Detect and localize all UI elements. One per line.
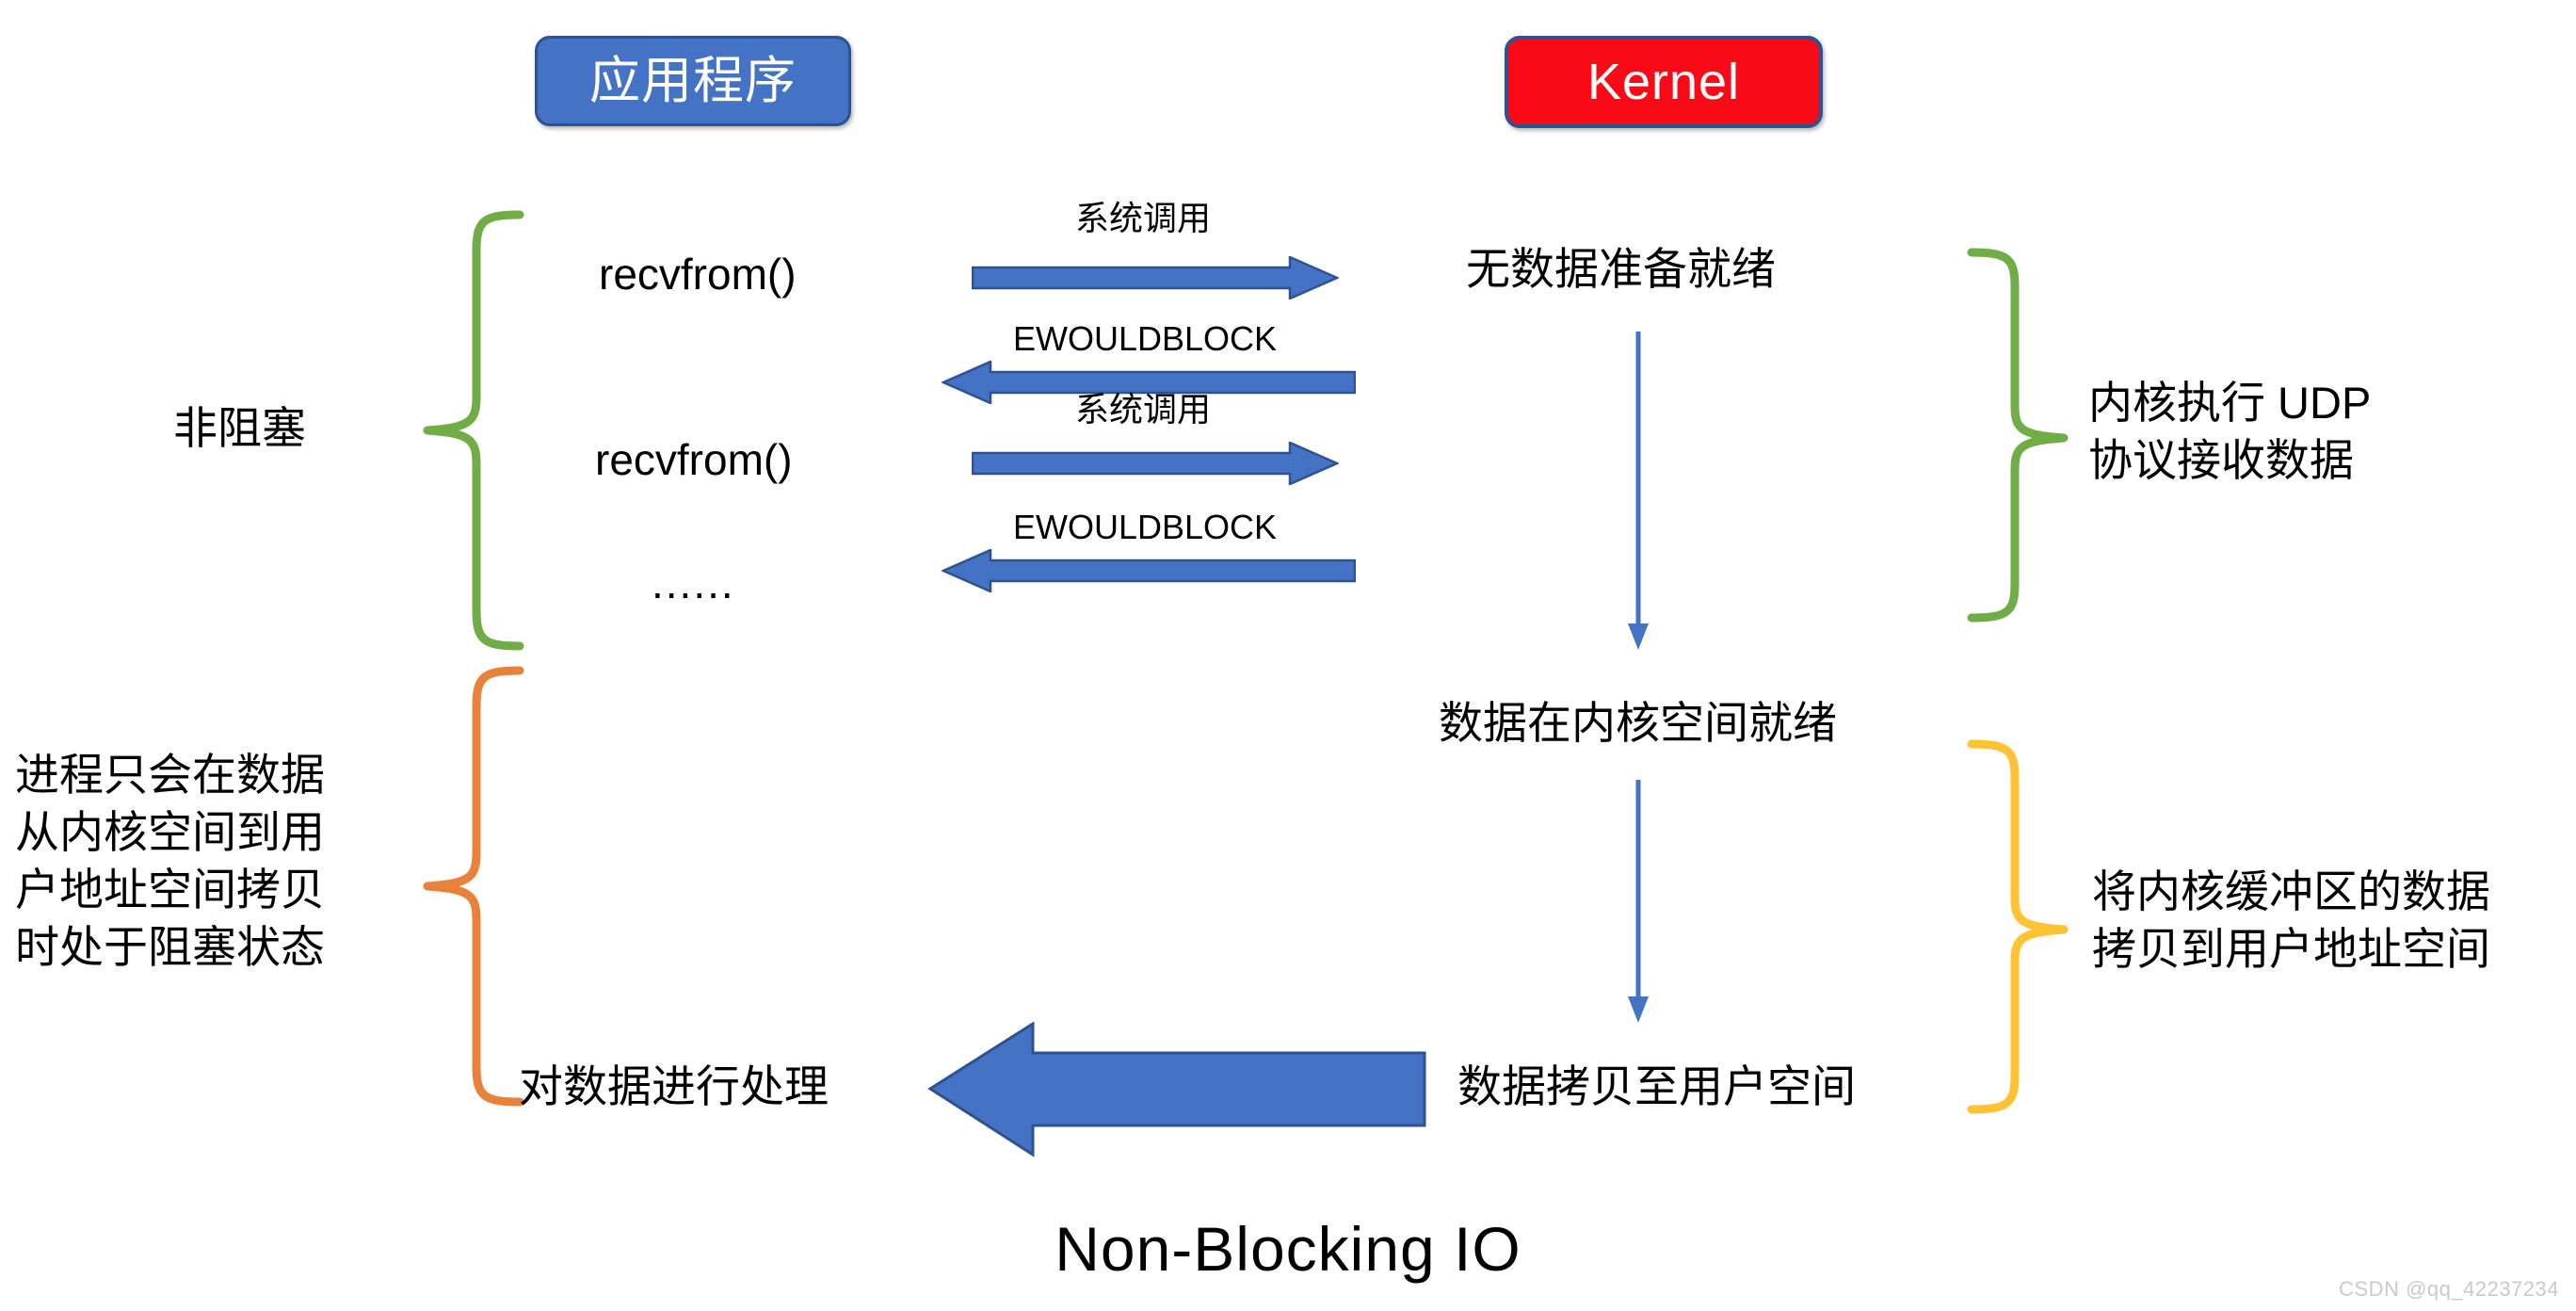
brace-kernel-udp-label: 内核执行 UDP 协议接收数据: [2088, 378, 2372, 486]
arrow-label-ewouldblock-2: EWOULDBLOCK: [1012, 508, 1278, 546]
arrow-copy-to-user: [927, 1022, 1426, 1158]
kernel-state-no-data: 无数据准备就绪: [1466, 244, 1776, 294]
brace-copy-to-user-label: 将内核缓冲区的数据 拷贝到用户地址空间: [2092, 866, 2490, 975]
kernel-flow-arrow-2: [1624, 780, 1652, 1029]
brace-nonblocking-green: [422, 209, 525, 652]
brace-blocking-label: 进程只会在数据 从内核空间到用 户地址空间拷贝 时处于阻塞状态: [15, 750, 325, 973]
arrow-syscall-1: [972, 256, 1339, 299]
recvfrom-call-2: recvfrom(): [595, 435, 793, 484]
csdn-watermark: CSDN @qq_42237234: [2339, 1277, 2559, 1301]
kernel-flow-arrow-1: [1624, 332, 1652, 656]
arrow-ewouldblock-1: [942, 361, 1356, 404]
recvfrom-call-1: recvfrom(): [599, 250, 797, 299]
arrow-label-syscall-1: 系统调用: [1074, 199, 1211, 237]
brace-copy-to-user-yellow: [1966, 738, 2069, 1115]
app-process-box-label: 应用程序: [589, 53, 797, 109]
kernel-box: Kernel: [1505, 36, 1823, 128]
arrow-ewouldblock-2: [942, 549, 1356, 592]
kernel-state-data-ready: 数据在内核空间就绪: [1439, 698, 1837, 748]
kernel-box-label: Kernel: [1586, 54, 1741, 110]
process-data-label: 对数据进行处理: [519, 1061, 829, 1111]
brace-kernel-udp-green: [1966, 247, 2069, 623]
arrow-label-syscall-2: 系统调用: [1074, 390, 1211, 429]
diagram-title: Non-Blocking IO: [1055, 1214, 1521, 1284]
recvfrom-ellipsis: ......: [652, 558, 735, 607]
app-process-box: 应用程序: [535, 36, 851, 126]
arrow-label-ewouldblock-1: EWOULDBLOCK: [1012, 319, 1278, 358]
brace-blocking-orange: [422, 665, 525, 1108]
arrow-syscall-2: [972, 442, 1339, 485]
kernel-state-copy-to-user: 数据拷贝至用户空间: [1457, 1061, 1856, 1111]
brace-nonblocking-label: 非阻塞: [173, 403, 306, 453]
